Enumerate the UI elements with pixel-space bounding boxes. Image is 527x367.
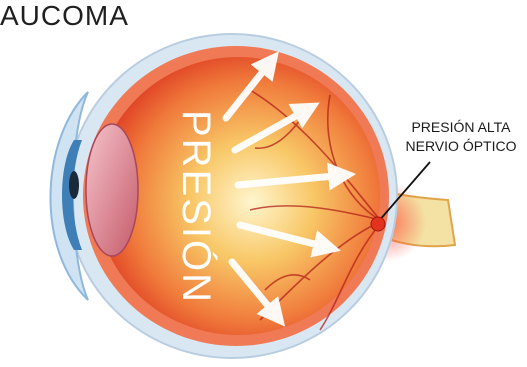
optic-nerve-annotation: PRESIÓN ALTA NERVIO ÓPTICO [398, 118, 524, 156]
annotation-line-1: PRESIÓN ALTA [398, 118, 524, 137]
pupil [69, 171, 79, 199]
annotation-line-2: NERVIO ÓPTICO [398, 137, 524, 156]
optic-disc-marker [371, 217, 385, 231]
pressure-label: PRESIÓN [174, 110, 219, 304]
lens [86, 124, 138, 256]
